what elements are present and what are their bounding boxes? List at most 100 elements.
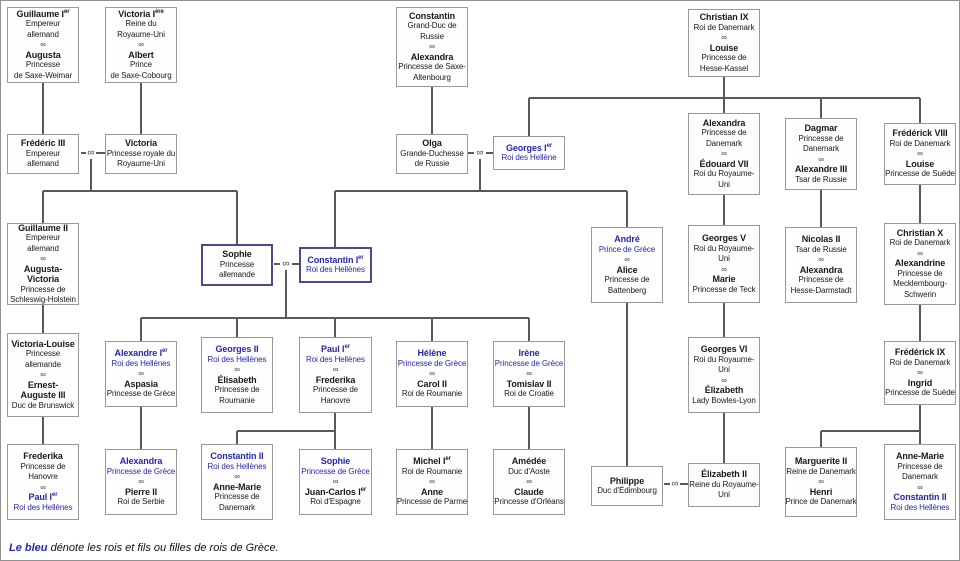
person-title: Roi de Roumanie: [401, 389, 463, 399]
person-name: Dagmar: [804, 123, 838, 133]
connector-line: [919, 185, 921, 223]
person-title: Roi de Danemark: [693, 22, 755, 32]
person-title: Roi des Hellènes: [306, 265, 365, 274]
person-title: Danemark: [218, 502, 256, 512]
marriage-symbol: ∞: [138, 477, 144, 487]
person-title: allemand: [27, 159, 59, 169]
person-title: Schleswig-Holstein: [10, 295, 76, 304]
connector-line: [723, 413, 725, 463]
person-title: Roi des Hellènes: [207, 461, 267, 471]
person-name: Marie: [712, 274, 736, 284]
person-name: Alexandra: [119, 456, 163, 467]
person-title: Battenberg: [607, 285, 647, 295]
person-title: Princesse de Parme: [396, 497, 468, 507]
marriage-symbol: ∞: [40, 254, 46, 263]
person-name: Georges V: [701, 233, 747, 243]
person-title: Hanovre: [28, 472, 58, 481]
marriage-symbol: ∞: [818, 477, 824, 487]
person-title: Roi de Croatie: [504, 389, 554, 399]
marriage-symbol: ∞: [818, 154, 824, 164]
marriage-symbol: ∞: [526, 477, 532, 487]
person-title: Prince de Grèce: [598, 244, 656, 254]
connector-line: [820, 98, 822, 118]
marriage-symbol: ∞: [138, 369, 144, 379]
person-name: Victoria: [26, 274, 60, 284]
person-title: Empereur: [25, 148, 61, 158]
person-name: Aspasia: [124, 378, 158, 389]
person-name: Frédéric III: [20, 138, 66, 149]
person-title: allemand: [27, 243, 59, 253]
person-title: Princesse de Grèce: [301, 466, 370, 476]
marriage-symbol: ∞: [429, 42, 435, 52]
connector-line: [42, 305, 44, 333]
person-title: Princesse: [219, 259, 255, 269]
person-name: Sophie: [222, 249, 252, 260]
person-title: Princesse: [25, 349, 61, 359]
connector-line: [335, 190, 627, 192]
marriage-symbol: ∞: [670, 478, 680, 490]
person-title: Lady Bowles-Lyon: [692, 395, 756, 405]
connector-line: [236, 431, 238, 444]
person-title: de Russie: [414, 159, 450, 169]
person-title: Roi de Serbie: [117, 497, 165, 507]
person-name: Ernest-: [27, 379, 59, 390]
person-title: Prince de Danemark: [785, 497, 857, 507]
marriage-symbol: ∞: [721, 149, 727, 159]
person-name: Henri: [809, 486, 833, 497]
connector-line: [723, 98, 725, 113]
person-name: Juan-Carlos Ier: [304, 486, 367, 497]
person-title: Roi du Royaume-: [693, 169, 755, 179]
connector-line: [723, 303, 725, 337]
connector-line: [528, 318, 530, 341]
person-name: Anne-Marie: [212, 481, 261, 492]
person-title: de Saxe-Weimar: [13, 70, 73, 80]
marriage-symbol: ∞: [475, 147, 485, 159]
person-title: Danemark: [705, 138, 743, 148]
person-name: Georges Ier: [505, 142, 553, 153]
marriage-symbol: ∞: [429, 477, 435, 487]
person-title: Princesse de Suède: [885, 169, 955, 179]
person-name: Alexandre Ier: [114, 348, 168, 359]
person-title: de Saxe-Cobourg: [110, 70, 172, 80]
person-title: Princesse de Grèce: [397, 358, 467, 368]
person-title: Roumanie: [219, 395, 255, 405]
person-title: Reine du Royaume-: [689, 479, 759, 489]
person-title: Royaume-Uni: [117, 29, 165, 39]
person-name: Frédérick VIII: [892, 128, 948, 139]
person-title: Hanovre: [320, 395, 351, 405]
person-title: Princesse de Grèce: [106, 389, 176, 399]
person-title: Roi de Danemark: [889, 138, 951, 148]
person-name: Carol II: [417, 378, 447, 389]
marriage-symbol: ∞: [40, 40, 46, 50]
person-title: Roi des Hellènes: [13, 502, 73, 512]
person-title: Hesse-Kassel: [699, 63, 749, 73]
connector-line: [626, 303, 628, 466]
connector-line: [140, 83, 142, 134]
person-title: Roi de Danemark: [889, 238, 951, 248]
person-name: Louise: [709, 42, 739, 53]
person-name: Marguerite II: [794, 456, 848, 467]
legend-text: dénote les rois et fils ou filles de roi…: [47, 542, 279, 554]
connector-line: [140, 318, 142, 341]
person-name: Élisabeth: [217, 374, 257, 385]
connector-line: [486, 152, 493, 154]
person-name: Louise: [905, 158, 935, 169]
marriage-symbol: ∞: [818, 255, 824, 264]
person-title: Princesse de Saxe-: [398, 62, 466, 72]
connector-line: [237, 430, 335, 432]
person-name: Georges VI: [700, 344, 748, 354]
person-name: Constantin II: [210, 451, 264, 461]
person-name: Michel Ier: [413, 456, 451, 467]
legend-blue-term: Le bleu: [9, 542, 48, 554]
